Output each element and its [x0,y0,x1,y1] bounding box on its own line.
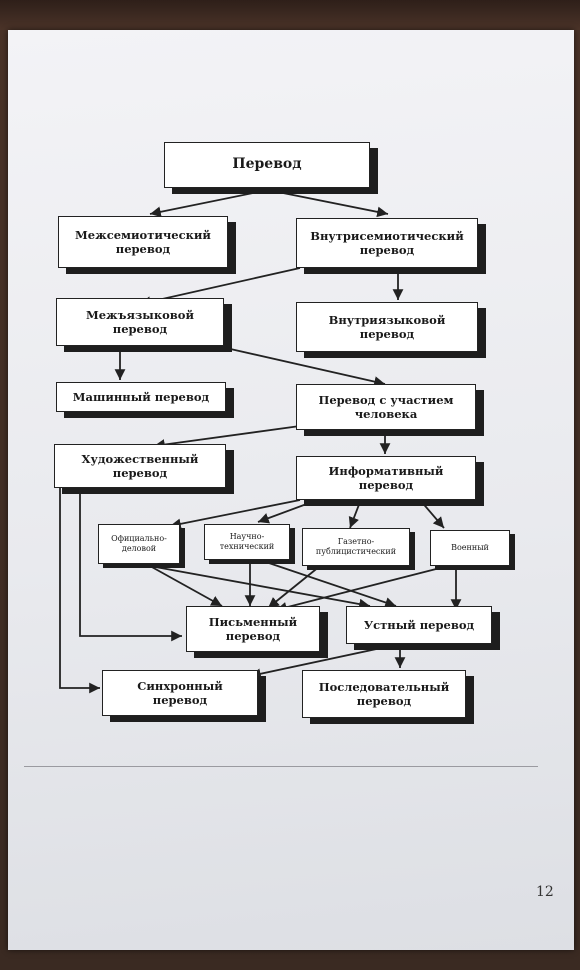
node-intersemiotic-label: Межсемиотический перевод [75,227,211,256]
node-intrasemiotic: Внутрисемиотический перевод [296,218,478,268]
node-scientific-label: Научно- технический [219,532,275,551]
node-oral: Устный перевод [346,606,492,644]
node-interlingual-label: Межъязыковой перевод [85,307,194,336]
node-interlingual: Межъязыковой перевод [56,298,224,346]
node-consecutive-label: Последовательный перевод [318,679,450,708]
node-military: Военный [430,530,510,566]
node-machine: Машинный перевод [56,382,226,412]
node-literary-label: Художественный перевод [81,451,199,480]
node-informative-label: Информативный перевод [328,463,444,492]
node-consecutive: Последовательный перевод [302,670,466,718]
node-literary: Художественный перевод [54,444,226,488]
node-written-label: Письменный перевод [208,614,298,643]
node-journalistic-label: Газетно- публицистический [315,537,397,556]
node-official: Официально- деловой [98,524,180,564]
node-translation-label: Перевод [232,156,302,173]
node-machine-label: Машинный перевод [72,389,210,404]
node-military-label: Военный [451,543,489,552]
node-human-label: Перевод с участием человека [318,392,454,421]
node-official-label: Официально- деловой [111,534,167,553]
node-simultaneous-label: Синхронный перевод [137,678,223,707]
node-intersemiotic: Межсемиотический перевод [58,216,228,268]
page-divider [24,766,538,767]
page-number: 12 [536,884,554,900]
node-translation: Перевод [164,142,370,188]
node-scientific: Научно- технический [204,524,290,560]
node-intralingual: Внутриязыковой перевод [296,302,478,352]
node-simultaneous: Синхронный перевод [102,670,258,716]
node-human: Перевод с участием человека [296,384,476,430]
node-informative: Информативный перевод [296,456,476,500]
node-intrasemiotic-label: Внутрисемиотический перевод [310,228,464,257]
node-journalistic: Газетно- публицистический [302,528,410,566]
node-oral-label: Устный перевод [363,617,475,632]
node-written: Письменный перевод [186,606,320,652]
node-intralingual-label: Внутриязыковой перевод [328,312,446,341]
